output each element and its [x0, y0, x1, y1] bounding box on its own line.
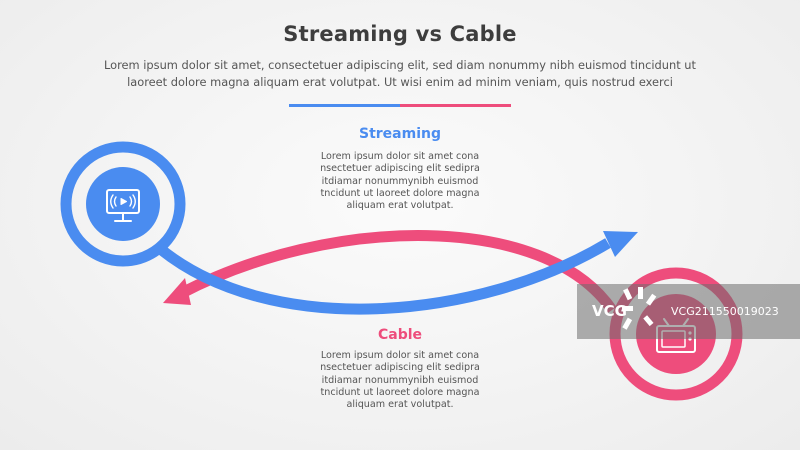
cable-line: tncidunt ut laoreet dolore magna: [320, 386, 480, 398]
streaming-monitor-icon: [106, 189, 140, 222]
streaming-line: itdiamar nonummynibh euismod: [321, 175, 479, 187]
streaming-line: Lorem ipsum dolor sit amet cona: [320, 151, 480, 162]
divider-cable: [400, 104, 511, 107]
streaming-inner-disc: [86, 167, 160, 241]
streaming-arrow-shaft: [154, 238, 611, 315]
streaming-line: nsectetuer adipiscing elit sedipra: [320, 163, 480, 175]
page-title: Streaming vs Cable: [283, 22, 517, 46]
watermark-logo-text: VCG: [592, 302, 627, 320]
divider-streaming: [289, 104, 400, 107]
streaming-arrowhead: [603, 231, 638, 257]
streaming-arrow: [154, 231, 638, 315]
streaming-line: aliquam erat volutpat.: [346, 200, 454, 212]
cable-arrow-shaft: [177, 230, 617, 314]
vcg-burst-icon: [622, 287, 657, 330]
streaming-outer-ring: [60, 141, 186, 267]
subtitle-line-1: Lorem ipsum dolor sit amet, consectetuer…: [103, 58, 696, 72]
cable-line: nsectetuer adipiscing elit sedipra: [320, 362, 480, 374]
cable-line: aliquam erat volutpat.: [346, 399, 454, 411]
watermark-id-text: VCG211550019023: [671, 305, 779, 318]
streaming-node: [60, 141, 186, 267]
vcg-watermark: VCG VCG211550019023: [577, 284, 800, 339]
page-subtitle: Lorem ipsum dolor sit amet, consectetuer…: [55, 57, 745, 91]
cable-description: Lorem ipsum dolor sit amet cona nsectetu…: [300, 350, 500, 411]
cable-arrowhead: [163, 278, 191, 305]
cable-arrow: [163, 230, 617, 314]
cable-title: Cable: [377, 327, 423, 343]
cable-line: itdiamar nonummynibh euismod: [321, 374, 479, 386]
streaming-title: Streaming: [359, 126, 441, 142]
subtitle-line-2: laoreet dolore magna aliquam erat volutp…: [127, 75, 673, 89]
streaming-line: tncidunt ut laoreet dolore magna: [320, 187, 480, 199]
streaming-description: Lorem ipsum dolor sit amet cona nsectetu…: [300, 151, 500, 212]
cable-line: Lorem ipsum dolor sit amet cona: [320, 350, 480, 361]
